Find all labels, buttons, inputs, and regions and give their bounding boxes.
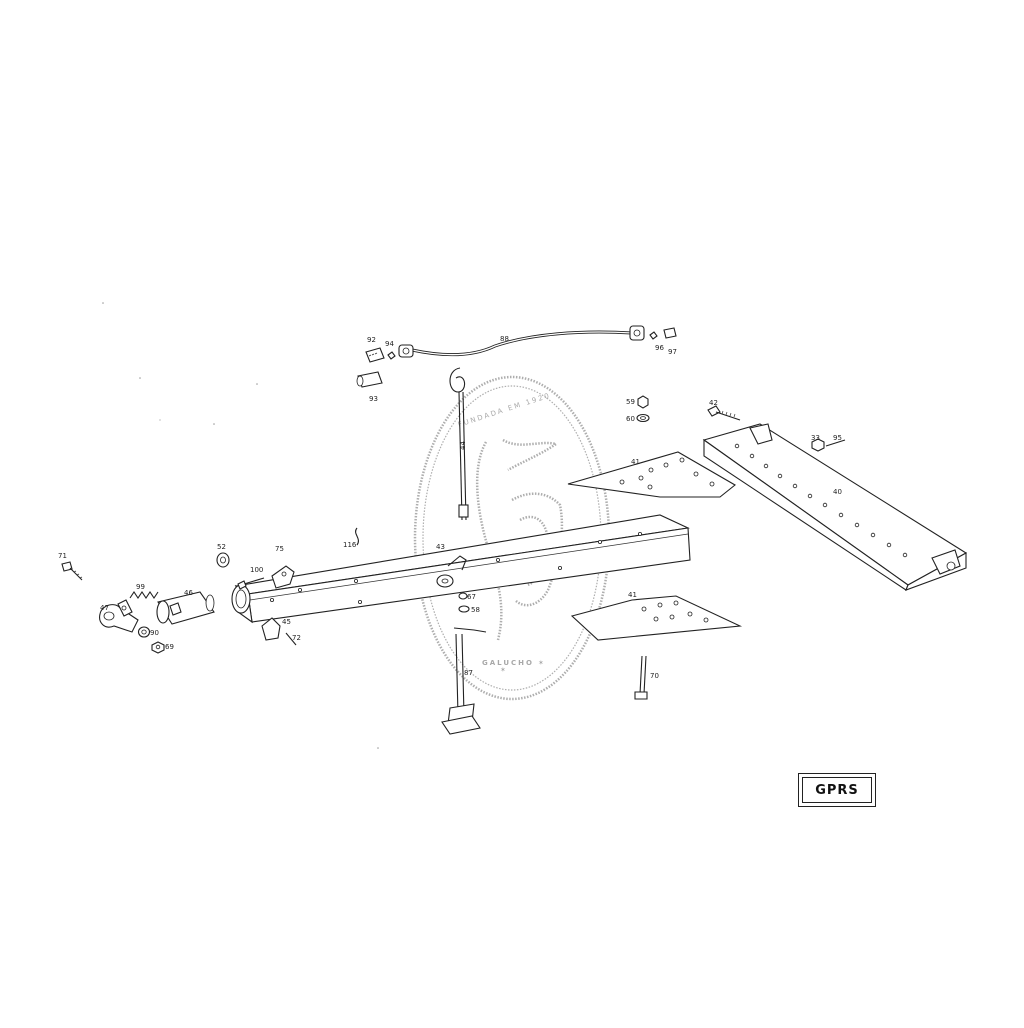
callout-71: 71 — [58, 552, 67, 560]
callout-41-upper: 41 — [631, 458, 640, 466]
callout-59: 59 — [626, 398, 635, 406]
callout-93: 93 — [369, 395, 378, 403]
callout-95: 95 — [833, 434, 842, 442]
callout-94: 94 — [385, 340, 394, 348]
callout-70: 70 — [650, 672, 659, 680]
watermark-star-right: ✶ — [538, 659, 544, 667]
callout-116: 116 — [343, 541, 357, 549]
callout-75: 75 — [275, 545, 284, 553]
watermark-text-top: FUNDADA EM 1920 — [457, 391, 552, 429]
callout-58: 58 — [471, 606, 480, 614]
parts-67-58 — [458, 592, 470, 613]
pin-72 — [285, 632, 297, 646]
bracket-75 — [271, 565, 295, 589]
callout-67: 67 — [467, 593, 476, 601]
nut-33-pin-95 — [811, 438, 846, 452]
gusset-plate-41-lower — [570, 595, 743, 641]
callout-100: 100 — [250, 566, 263, 574]
washer-90 — [137, 626, 151, 638]
handle-43 — [447, 555, 467, 571]
drawing-code-box: GPRS — [798, 773, 876, 807]
callout-97: 97 — [668, 348, 677, 356]
jack-stand-87 — [441, 627, 487, 735]
cable-assembly — [365, 325, 677, 363]
adapter-46 — [156, 591, 215, 625]
callout-90: 90 — [150, 629, 159, 637]
spring-99 — [129, 591, 159, 599]
watermark-text-bottom: GALUCHO — [482, 659, 534, 667]
callout-41-lower: 41 — [628, 591, 637, 599]
nut-69 — [151, 641, 165, 654]
callout-72: 72 — [292, 634, 301, 642]
callout-88: 88 — [500, 335, 509, 343]
callout-40: 40 — [833, 488, 842, 496]
callout-60: 60 — [626, 415, 635, 423]
main-drawbar — [231, 514, 691, 624]
bolt-71 — [61, 561, 83, 581]
callout-labels: 92 94 93 88 96 97 44 59 60 42 33 95 40 4… — [58, 335, 842, 680]
callout-69: 69 — [165, 643, 174, 651]
callout-43: 43 — [436, 543, 445, 551]
clip-116 — [355, 527, 359, 546]
callout-46: 46 — [184, 589, 193, 597]
drawing-code: GPRS — [802, 777, 872, 803]
callout-92: 92 — [367, 336, 376, 344]
callout-44: 44 — [459, 441, 467, 450]
callout-52: 52 — [217, 543, 226, 551]
callout-87: 87 — [464, 669, 473, 677]
cross-beam-40 — [702, 423, 968, 591]
gusset-plate-41-upper — [567, 451, 736, 498]
callout-33: 33 — [811, 434, 820, 442]
bolt-100 — [237, 577, 265, 590]
coupling-eye-47 — [99, 599, 139, 633]
washer-52 — [216, 552, 230, 568]
nut-washer-59-60 — [636, 395, 650, 423]
coupler-93 — [356, 371, 383, 388]
clamp-45 — [261, 617, 281, 641]
bolt-42 — [707, 405, 741, 421]
callout-42: 42 — [709, 399, 718, 407]
callout-99: 99 — [136, 583, 145, 591]
bolt-70 — [634, 655, 648, 700]
watermark-star-left: ✶ — [500, 666, 506, 674]
cross-beam-holes — [734, 443, 908, 558]
callout-96: 96 — [655, 344, 664, 352]
scan-speckles — [102, 302, 379, 749]
callout-45: 45 — [282, 618, 291, 626]
callout-47: 47 — [100, 604, 109, 612]
spring-lever-44 — [449, 367, 469, 521]
